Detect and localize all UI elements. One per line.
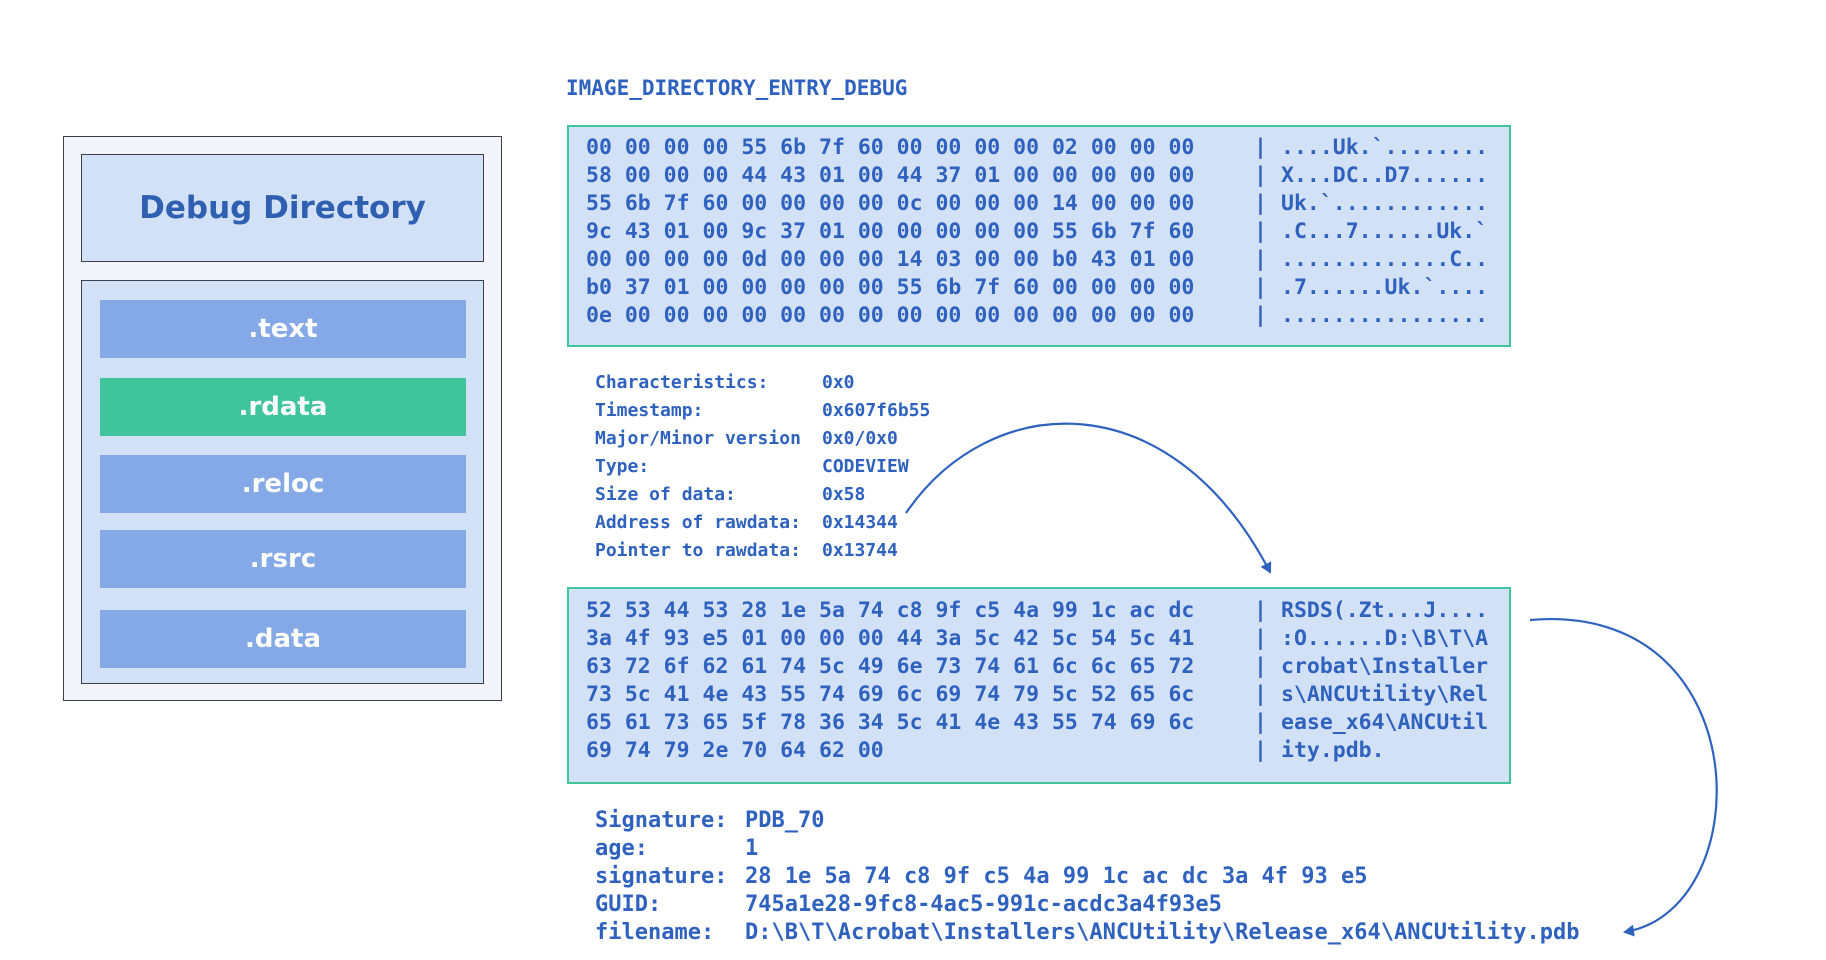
rawdata-pointer-arrow — [905, 422, 1272, 574]
field-label: Major/Minor version — [595, 428, 801, 449]
field-value: 0x0 — [822, 372, 855, 393]
field-value: D:\B\T\Acrobat\Installers\ANCUtility\Rel… — [745, 920, 1580, 945]
section-data: .data — [100, 610, 466, 668]
field-value: CODEVIEW — [822, 456, 909, 477]
section-label: .data — [244, 624, 321, 654]
field-value: 0x14344 — [822, 512, 898, 533]
debug-directory-title: Debug Directory — [139, 190, 426, 226]
hex-row: 58 00 00 00 44 43 01 00 44 37 01 00 00 0… — [586, 163, 1195, 188]
ascii-column: Uk.`............ — [1281, 191, 1489, 216]
filename-pointer-arrow — [1529, 618, 1718, 937]
debug-entry-hexdump — [567, 125, 1511, 347]
section-label: .rsrc — [249, 544, 317, 574]
ascii-column: .............C.. — [1281, 247, 1489, 272]
ascii-column: :O......D:\B\T\A — [1281, 626, 1489, 651]
section-rdata: .rdata — [100, 378, 466, 436]
debug-directory-header: Debug Directory — [81, 154, 484, 262]
hex-separator: | — [1254, 626, 1267, 651]
field-value: 28 1e 5a 74 c8 9f c5 4a 99 1c ac dc 3a 4… — [745, 864, 1368, 889]
field-value: 0x58 — [822, 484, 866, 505]
hex-separator: | — [1254, 219, 1267, 244]
field-label: filename: — [595, 920, 715, 945]
ascii-column: .7......Uk.`.... — [1281, 275, 1489, 300]
section-reloc: .reloc — [100, 455, 466, 513]
hex-row: 0e 00 00 00 00 00 00 00 00 00 00 00 00 0… — [586, 303, 1195, 328]
hex-separator: | — [1254, 275, 1267, 300]
field-label: Pointer to rawdata: — [595, 540, 801, 561]
hex-row: 63 72 6f 62 61 74 5c 49 6e 73 74 61 6c 6… — [586, 654, 1195, 679]
hex-separator: | — [1254, 598, 1267, 623]
ascii-column: X...DC..D7...... — [1281, 163, 1489, 188]
hex-separator: | — [1254, 738, 1267, 763]
field-value: 745a1e28-9fc8-4ac5-991c-acdc3a4f93e5 — [745, 892, 1222, 917]
ascii-column: ease_x64\ANCUtil — [1281, 710, 1489, 735]
codeview-hexdump — [567, 587, 1511, 784]
hex-row: 9c 43 01 00 9c 37 01 00 00 00 00 00 55 6… — [586, 219, 1195, 244]
section-label: .text — [248, 314, 318, 344]
field-value: PDB_70 — [745, 808, 825, 833]
hex-separator: | — [1254, 710, 1267, 735]
hex-separator: | — [1254, 682, 1267, 707]
section-label: .reloc — [241, 469, 325, 499]
ascii-column: ................ — [1281, 303, 1489, 328]
field-value: 0x607f6b55 — [822, 400, 931, 421]
field-label: Address of rawdata: — [595, 512, 801, 533]
field-label: Signature: — [595, 808, 728, 833]
field-label: GUID: — [595, 892, 662, 917]
debug-entry-title: IMAGE_DIRECTORY_ENTRY_DEBUG — [566, 76, 908, 100]
ascii-column: ity.pdb. — [1281, 738, 1385, 763]
hex-separator: | — [1254, 654, 1267, 679]
field-value: 1 — [745, 836, 759, 861]
hex-row: 73 5c 41 4e 43 55 74 69 6c 69 74 79 5c 5… — [586, 682, 1195, 707]
hex-row: 00 00 00 00 55 6b 7f 60 00 00 00 00 02 0… — [586, 135, 1195, 160]
hex-separator: | — [1254, 247, 1267, 272]
section-text: .text — [100, 300, 466, 358]
field-label: Size of data: — [595, 484, 736, 505]
field-value: 0x0/0x0 — [822, 428, 898, 449]
hex-separator: | — [1254, 191, 1267, 216]
ascii-column: RSDS(.Zt...J.... — [1281, 598, 1489, 623]
hex-row: 00 00 00 00 0d 00 00 00 14 03 00 00 b0 4… — [586, 247, 1195, 272]
section-label: .rdata — [238, 392, 328, 422]
hex-separator: | — [1254, 163, 1267, 188]
field-label: age: — [595, 836, 648, 861]
section-rsrc: .rsrc — [100, 530, 466, 588]
ascii-column: s\ANCUtility\Rel — [1281, 682, 1489, 707]
hex-row: 65 61 73 65 5f 78 36 34 5c 41 4e 43 55 7… — [586, 710, 1195, 735]
hex-separator: | — [1254, 135, 1267, 160]
hex-separator: | — [1254, 303, 1267, 328]
hex-row: 69 74 79 2e 70 64 62 00 — [586, 738, 884, 763]
field-label: Characteristics: — [595, 372, 769, 393]
field-label: Timestamp: — [595, 400, 704, 421]
hex-row: b0 37 01 00 00 00 00 00 55 6b 7f 60 00 0… — [586, 275, 1195, 300]
field-label: signature: — [595, 864, 728, 889]
hex-row: 52 53 44 53 28 1e 5a 74 c8 9f c5 4a 99 1… — [586, 598, 1195, 623]
hex-row: 3a 4f 93 e5 01 00 00 00 44 3a 5c 42 5c 5… — [586, 626, 1195, 651]
ascii-column: ....Uk.`........ — [1281, 135, 1489, 160]
hex-row: 55 6b 7f 60 00 00 00 00 0c 00 00 00 14 0… — [586, 191, 1195, 216]
ascii-column: crobat\Installer — [1281, 654, 1489, 679]
field-value: 0x13744 — [822, 540, 898, 561]
ascii-column: .C...7......Uk.` — [1281, 219, 1489, 244]
field-label: Type: — [595, 456, 650, 477]
